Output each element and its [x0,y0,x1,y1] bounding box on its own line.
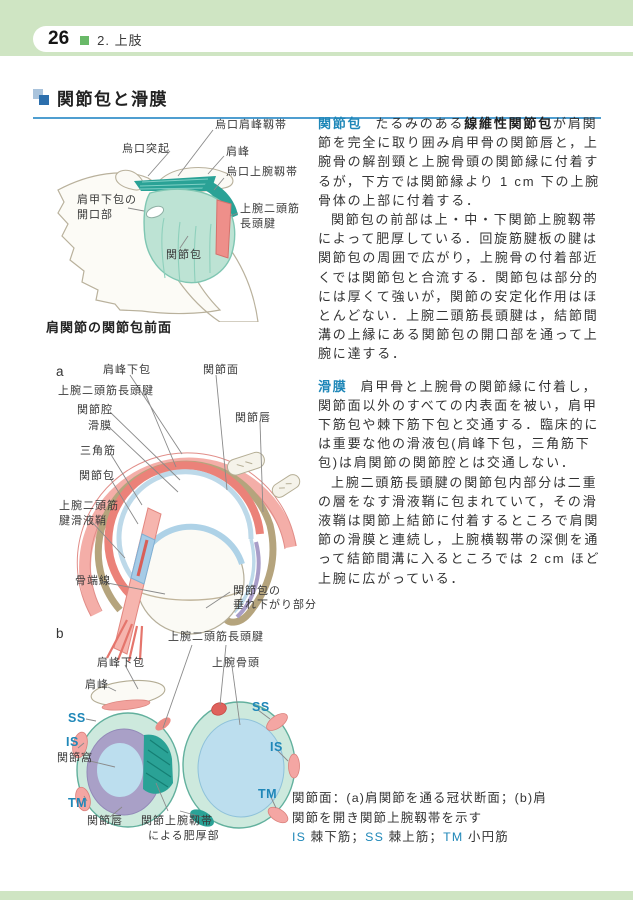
figa-label-deltoid: 三角筋 [80,445,116,457]
figa-label-articular-surface: 関節面 [203,364,239,376]
figb-label-ss-right: SS [252,700,270,714]
body-text-column: 関節包たるみのある線維性関節包が肩関節を完全に取り囲み肩甲骨の関節唇と，上腕骨の… [318,114,607,588]
figa-label-biceps-long-head: 上腕二頭筋長頭腱 [58,385,154,397]
figa-label-epiphyseal-line: 骨端線 [75,575,111,587]
figa-label-hanging-capsule-2: 垂れ下がり部分 [233,599,317,611]
figb-label-biceps-long-head: 上腕二頭筋長頭腱 [168,631,264,643]
section-squares-icon [33,89,50,106]
figb-label-is-right: IS [270,740,283,754]
figa-label-hanging-capsule: 関節包の [233,585,281,597]
chapter-title: 2. 上肢 [97,32,143,48]
figb-label-acromion: 肩峰 [85,679,109,691]
fig1-label-coracoid: 烏口突起 [122,143,170,155]
page-number: 26 [48,28,70,49]
figb-label-subacromial-bursa: 肩峰下包 [97,657,145,669]
fig1-label-acromion: 肩峰 [226,146,250,158]
fig1-label-subscap-opening: 肩甲下包の [77,194,137,206]
lead-word-synovium: 滑膜 [318,378,348,394]
abbr-tm: TM [443,830,464,844]
abbr-ss: SS [365,830,385,844]
abbr-tm-name: 小円筋 [463,830,509,844]
page-header-tab: 26 2. 上肢 [33,26,633,52]
fig1-label-biceps-2: 長頭腱 [240,218,276,230]
fig1-label-coracoacromial-ligament: 烏口肩峰靱帯 [215,119,287,131]
abbr-is: IS [292,830,307,844]
figure-caption-line1: 関節面：(a)肩関節を通る冠状断面；(b)肩 [292,791,547,805]
figb-label-humeral-head: 上腕骨頭 [212,657,260,669]
section-title: 関節包と滑膜 [57,90,168,109]
paragraph-synovium: 滑膜肩甲骨と上腕骨の関節縁に付着し，関節面以外のすべての内表面を被い，肩甲下筋包… [318,377,607,473]
paragraph-joint-capsule: 関節包たるみのある線維性関節包が肩関節を完全に取り囲み肩甲骨の関節唇と，上腕骨の… [318,114,607,210]
figb-label-ss-left: SS [68,711,86,725]
figa-label-tendon-sheath: 上腕二頭筋 [59,500,119,512]
paragraph-text: たるみのある [375,116,465,131]
page-header-band: 26 2. 上肢 [0,0,633,56]
figb-label-tm-right: TM [258,787,278,801]
figb-label-thickening: 関節上腕靱帯 [141,815,213,827]
page-footer-band [0,891,633,900]
figa-label-labrum: 関節唇 [235,412,271,424]
figa-label-subacromial-bursa: 肩峰下包 [103,364,151,376]
figb-label-tm-left: TM [68,796,88,810]
fig1-label-capsule: 関節包 [166,249,202,261]
figb-label-labrum: 関節唇 [87,815,123,827]
section-header: 関節包と滑膜 [33,85,601,119]
paragraph-text: が肩関節を完全に取り囲み肩甲骨の関節唇と，上腕骨の解剖頸と上腕骨頭の関節縁に付着… [318,116,600,208]
fig1-label-coracohumeral-ligament: 烏口上腕靱帯 [226,166,298,178]
chapter-bullet-icon [80,35,90,45]
paragraph-text: 肩甲骨と上腕骨の関節縁に付着し，関節面以外のすべての内表面を被い，肩甲下筋包や棘… [318,378,600,471]
lead-word-capsule: 関節包 [318,116,363,131]
figb-label-glenoid-fossa: 関節窩 [57,752,93,764]
figb-illustration [72,644,300,829]
fig1-illustration [57,129,259,322]
abbr-is-name: 棘下筋； [306,830,366,844]
figure-caption-abbreviations: IS 棘下筋；SS 棘上筋；TM 小円筋 [292,828,607,848]
figa-label-synovium: 滑膜 [88,420,112,432]
abbr-ss-name: 棘上筋； [384,830,444,844]
figa-label-capsule: 関節包 [79,470,115,482]
paragraph-capsule-2: 関節包の前部は上・中・下関節上腕靱帯によって肥厚している．回旋筋腱板の腱は関節包… [318,212,599,362]
figb-label-is-left: IS [66,735,79,749]
figa-label-tendon-sheath-2: 腱滑液鞘 [59,515,107,527]
figb-label-thickening-2: による肥厚部 [148,830,220,842]
figure-caption: 関節面：(a)肩関節を通る冠状断面；(b)肩 関節を開き関節上腕靱帯を示す IS… [292,789,607,848]
paragraph-synovium-2: 上腕二頭筋長頭腱の関節包内部分は二重の層をなす滑液鞘に包まれていて，その滑液鞘は… [318,474,601,586]
fig1-label-biceps: 上腕二頭筋 [240,203,300,215]
bold-term-fibrous-capsule: 線維性関節包 [464,116,554,131]
figa-tag: a [56,364,65,379]
figure-caption-line2: 関節を開き関節上腕靱帯を示す [292,810,483,825]
fig1-label-subscap-opening-2: 開口部 [77,209,113,221]
figa-label-joint-cavity: 関節腔 [77,404,113,416]
figa-illustration [76,374,301,662]
figb-tag: b [56,626,65,641]
fig1-caption: 肩関節の関節包前面 [46,320,173,335]
